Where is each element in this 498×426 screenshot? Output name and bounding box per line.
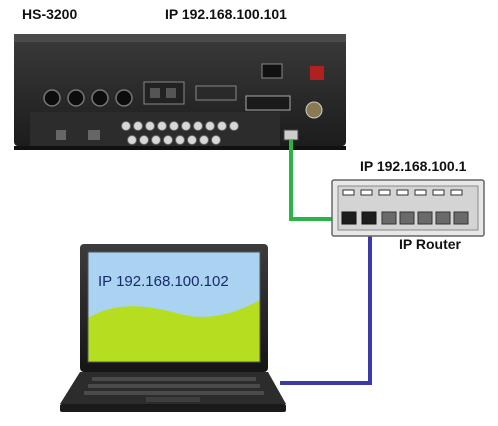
laptop-ip-label: IP 192.168.100.102 [98, 273, 229, 290]
device-model-label: HS-3200 [22, 6, 77, 22]
device-ip-label: IP 192.168.100.101 [165, 6, 287, 22]
router-ip-label: IP 192.168.100.1 [360, 158, 466, 174]
laptop-device-icon: IP 192.168.100.102 [60, 244, 286, 412]
switcher-device-icon [14, 34, 346, 150]
router-device-icon [332, 180, 484, 236]
router-name-label: IP Router [399, 236, 461, 252]
laptop-router-cable [280, 228, 370, 383]
